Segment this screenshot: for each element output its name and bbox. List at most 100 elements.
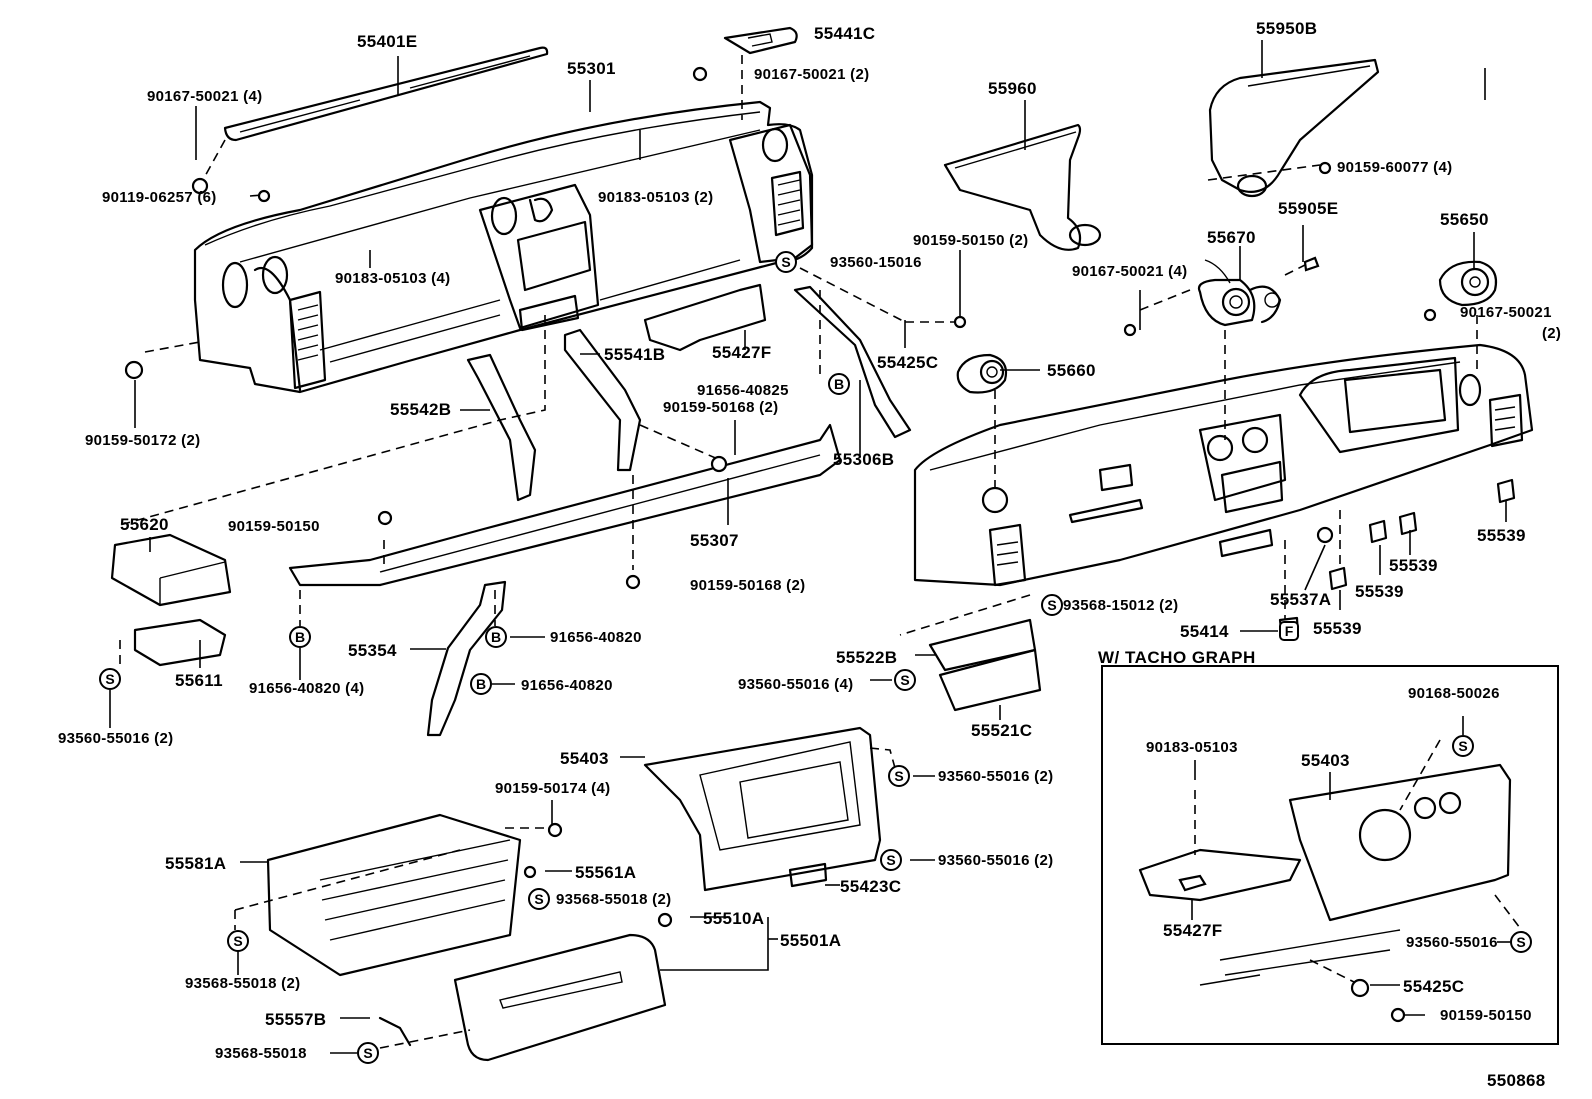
screw-clip-symbol: S <box>227 930 249 952</box>
inset-label-90159-50150: 90159-50150 <box>1440 1007 1532 1024</box>
part-label-90167-50021-4: 90167-50021 (4) <box>147 88 263 105</box>
part-label-55611: 55611 <box>175 671 223 690</box>
part-55441C-cover <box>723 26 798 55</box>
part-label-55414: 55414 <box>1180 622 1229 641</box>
part-label-55541B: 55541B <box>604 345 666 364</box>
part-label-93560-55016-4: 93560-55016 (4) <box>738 676 854 693</box>
part-label-90159-50150-2: 90159-50150 (2) <box>913 232 1029 249</box>
part-label-55510A: 55510A <box>703 909 765 928</box>
screw-clip-symbol: S <box>1452 735 1474 757</box>
screw-clip-symbol: S <box>357 1042 379 1064</box>
part-55960-duct <box>943 123 1102 251</box>
bolt-symbol: B <box>289 626 311 648</box>
part-55307-reinforcement <box>288 423 842 587</box>
part-label-91656-40820-b: 91656-40820 <box>521 677 613 694</box>
part-label-55960: 55960 <box>988 79 1037 98</box>
alignment-dashed-lines <box>119 55 1521 1049</box>
part-55522B-55521C <box>928 618 1042 712</box>
part-55403-finish-panel <box>643 726 882 892</box>
inset-label-93560-55016: 93560-55016 <box>1406 934 1498 951</box>
part-label-93560-55016-2a: 93560-55016 (2) <box>58 730 174 747</box>
inset-label-90168-50026: 90168-50026 <box>1408 685 1500 702</box>
part-label-90159-50150: 90159-50150 <box>228 518 320 535</box>
part-label-55501A: 55501A <box>780 931 842 950</box>
inset-label-55403: 55403 <box>1301 751 1350 770</box>
part-label-90167-50021-4b: 90167-50021 (4) <box>1072 263 1188 280</box>
part-label-93560-15016: 93560-15016 <box>830 254 922 271</box>
part-label-55539-c: 55539 <box>1355 582 1404 601</box>
inset-title: W/ TACHO GRAPH <box>1098 648 1256 667</box>
part-label-55670: 55670 <box>1207 228 1256 247</box>
part-label-55307: 55307 <box>690 531 739 550</box>
part-label-90159-50174: 90159-50174 (4) <box>495 780 611 797</box>
screw-clip-symbol: S <box>528 888 550 910</box>
part-label-90159-50168-2b: 90159-50168 (2) <box>690 577 806 594</box>
part-label-93560-55016-2b: 93560-55016 (2) <box>938 768 1054 785</box>
part-label-93568-55018-2a: 93568-55018 (2) <box>556 891 672 908</box>
part-label-90159-50168-2a: 90159-50168 (2) <box>663 399 779 416</box>
part-label-91656-40820-a: 91656-40820 <box>550 629 642 646</box>
brackets <box>466 283 912 502</box>
part-label-55423C: 55423C <box>840 877 902 896</box>
part-label-55539-b: 55539 <box>1389 556 1438 575</box>
part-55581A-glove-box <box>266 813 522 977</box>
part-label-90183-05103-4: 90183-05103 (4) <box>335 270 451 287</box>
part-label-90119-06257: 90119-06257 (6) <box>102 189 217 206</box>
part-label-55401E: 55401E <box>357 32 418 51</box>
bolt-symbol: B <box>485 626 507 648</box>
part-label-93560-55016-2c: 93560-55016 (2) <box>938 852 1054 869</box>
part-label-55521C: 55521C <box>971 721 1033 740</box>
bolt-symbol: B <box>828 373 850 395</box>
part-label-55950B: 55950B <box>1256 19 1318 38</box>
part-55950B-duct <box>1208 58 1380 198</box>
part-label-55660: 55660 <box>1047 361 1096 380</box>
fastener-glyphs <box>124 66 1437 1047</box>
part-label-55537A: 55537A <box>1270 590 1332 609</box>
part-55401E-molding <box>223 46 549 142</box>
right-dashboard-assembly <box>913 343 1534 587</box>
part-55301-safety-pad <box>193 100 814 394</box>
part-label-91656-40820-4: 91656-40820 (4) <box>249 680 365 697</box>
screw-clip-symbol: S <box>888 765 910 787</box>
part-label-55620: 55620 <box>120 515 169 534</box>
part-55501A-glove-door <box>453 933 667 1062</box>
part-label-55581A: 55581A <box>165 854 227 873</box>
part-55354-brace <box>426 580 507 737</box>
screw-clip-symbol: S <box>1041 594 1063 616</box>
part-label-55425C: 55425C <box>877 353 939 372</box>
part-label-55561A: 55561A <box>575 863 637 882</box>
bolt-symbol: B <box>470 673 492 695</box>
figure-number: 550868 <box>1487 1071 1546 1090</box>
part-label-55539-a: 55539 <box>1477 526 1526 545</box>
part-label-90183-05103-2: 90183-05103 (2) <box>598 189 714 206</box>
part-label-90167-50021-right-qty: (2) <box>1542 325 1562 342</box>
screw-clip-symbol: S <box>1510 931 1532 953</box>
screw-clip-symbol: S <box>99 668 121 690</box>
part-label-93568-55018-2b: 93568-55018 (2) <box>185 975 301 992</box>
part-label-93568-55018: 93568-55018 <box>215 1045 307 1062</box>
inset-tacho-graph-box <box>1101 665 1559 1045</box>
screw-clip-symbol: S <box>880 849 902 871</box>
screw-clip-symbol: S <box>894 669 916 691</box>
part-label-90167-50021-2: 90167-50021 (2) <box>754 66 870 83</box>
part-label-55306B: 55306B <box>833 450 895 469</box>
part-55620-55611-pockets <box>110 533 232 667</box>
part-label-91656-40825: 91656-40825 <box>697 382 789 399</box>
vent-assemblies <box>956 256 1498 394</box>
part-label-93568-15012: 93568-15012 (2) <box>1063 597 1179 614</box>
inset-label-90183-05103: 90183-05103 <box>1146 739 1238 756</box>
part-label-55542B: 55542B <box>390 400 452 419</box>
fastener-symbol: F <box>1279 621 1299 641</box>
part-label-55301: 55301 <box>567 59 616 78</box>
part-label-55539-d: 55539 <box>1313 619 1362 638</box>
part-label-90167-50021-right: 90167-50021 <box>1460 304 1552 321</box>
part-label-90159-60077: 90159-60077 (4) <box>1337 159 1453 176</box>
part-label-55650: 55650 <box>1440 210 1489 229</box>
inset-label-55427F: 55427F <box>1163 921 1223 940</box>
screw-clip-symbol: S <box>775 251 797 273</box>
part-label-55557B: 55557B <box>265 1010 327 1029</box>
inset-tacho-panel-art <box>1138 763 1512 986</box>
part-label-55427F: 55427F <box>712 343 772 362</box>
part-label-90159-50172: 90159-50172 (2) <box>85 432 201 449</box>
